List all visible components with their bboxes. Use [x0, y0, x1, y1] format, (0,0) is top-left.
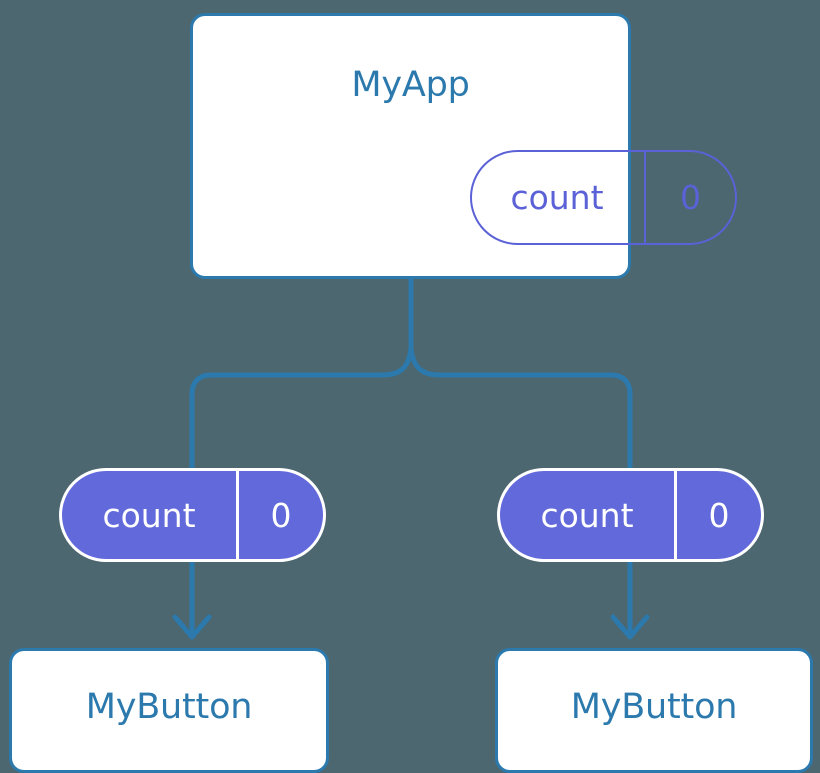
state-arrow-right-head: [610, 614, 650, 640]
state-value-myapp: 0: [644, 152, 735, 243]
state-key-child-right: count: [540, 495, 634, 535]
component-node-myapp[interactable]: MyApp count 0: [190, 13, 737, 279]
state-key-child-left: count: [102, 495, 196, 535]
state-pill-child-right[interactable]: count 0: [497, 468, 764, 562]
state-pill-child-left[interactable]: count 0: [59, 468, 326, 562]
state-key-myapp: count: [510, 178, 604, 217]
component-label-mybutton-right: MyButton: [570, 687, 738, 727]
state-pill-myapp[interactable]: count 0: [470, 150, 737, 245]
state-branch-right: [408, 347, 633, 470]
component-label-myapp: MyApp: [351, 65, 470, 105]
state-value-child-left: 0: [236, 471, 323, 559]
state-value-child-right: 0: [674, 471, 761, 559]
component-node-mybutton-left[interactable]: MyButton: [9, 648, 329, 773]
component-label-mybutton-left: MyButton: [85, 687, 253, 727]
component-node-mybutton-right[interactable]: MyButton: [495, 648, 813, 773]
state-arrow-left-head: [172, 614, 212, 640]
state-branch-left: [189, 347, 414, 470]
